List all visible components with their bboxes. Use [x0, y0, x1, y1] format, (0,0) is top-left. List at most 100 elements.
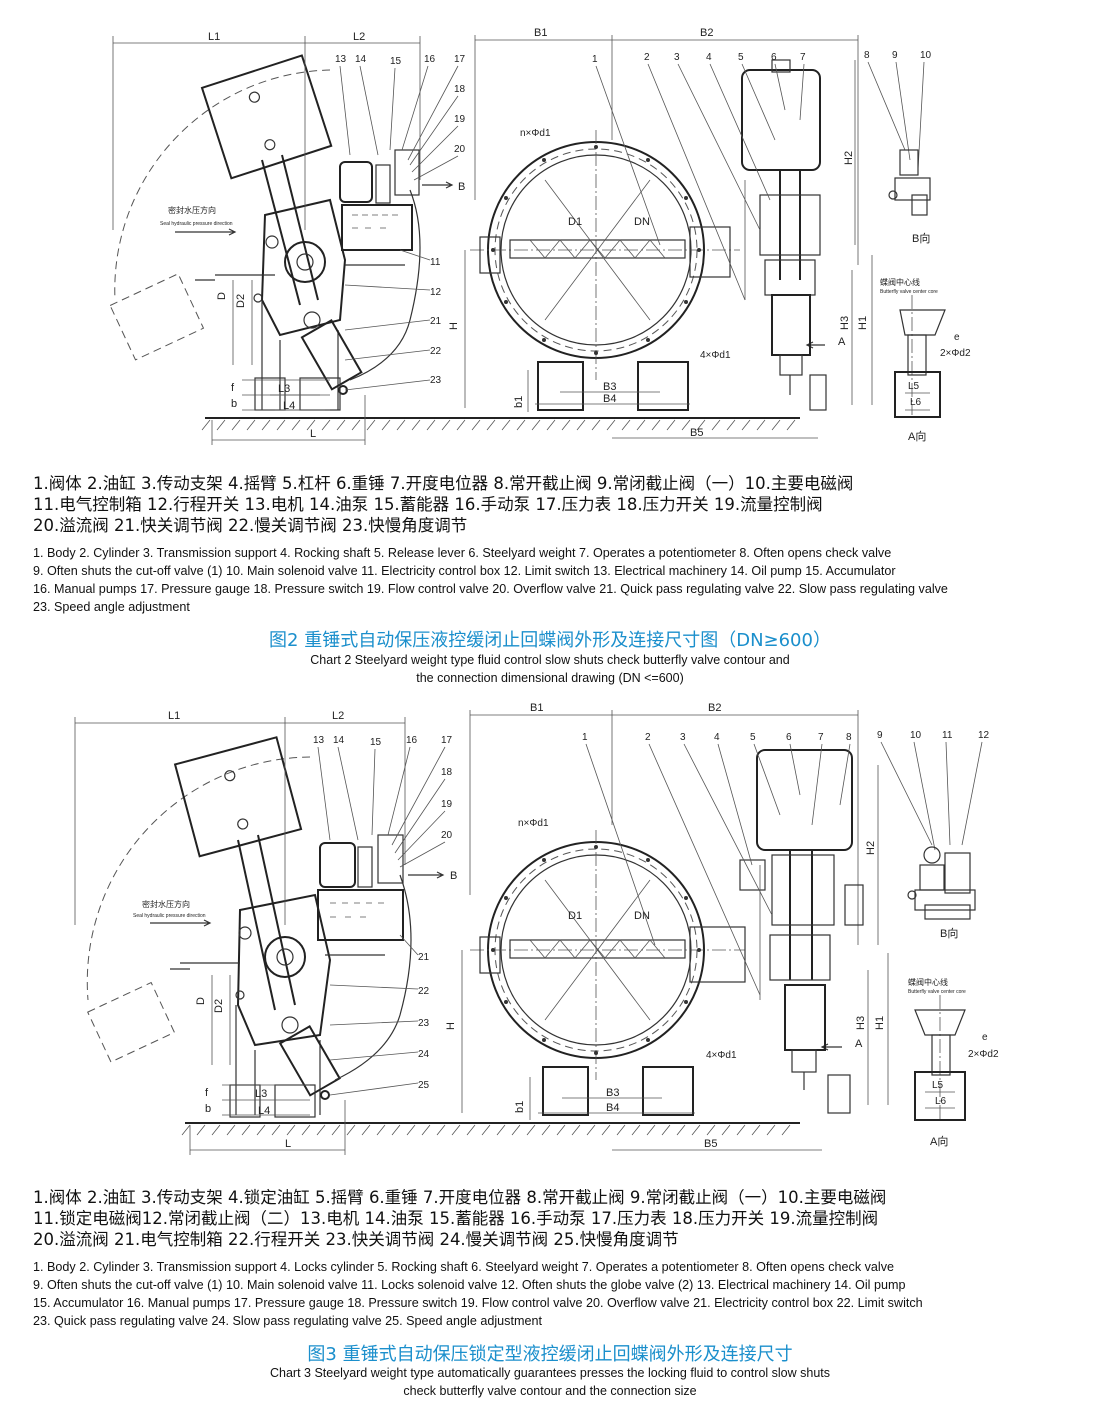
view-a: A向 [908, 429, 926, 443]
fig3-svg: 密封水压方向 Seal hydraulic pressure direction… [74, 702, 999, 1155]
callout: 10 [910, 730, 922, 741]
callout: 23 [418, 1018, 430, 1029]
callout: 17 [454, 54, 466, 65]
dim-DN: DN [634, 910, 650, 922]
dim-e: e [982, 1032, 988, 1043]
callout: 20 [454, 144, 466, 155]
side-view [109, 54, 421, 411]
legend-line: 20.溢流阀 21.快关调节阀 22.慢关调节阀 23.快慢角度调节 [33, 516, 468, 535]
callout: 16 [424, 54, 436, 65]
callout: 19 [441, 799, 453, 810]
fig2-caption-en: Chart 2 Steelyard weight type fluid cont… [0, 651, 1100, 687]
dim-L1: L1 [168, 710, 180, 722]
ground-line [201, 417, 800, 431]
dim-b1: b1 [513, 396, 525, 408]
dim-H3: H3 [839, 316, 851, 330]
dim-lines-top [74, 717, 406, 1155]
center-label-en: Butterfly valve center core [908, 989, 966, 995]
dim-D: D [195, 997, 207, 1005]
callout: 12 [430, 287, 442, 298]
seal-label-cn: 密封水压方向 [142, 899, 190, 909]
dim-L1: L1 [208, 31, 220, 43]
callout: 3 [680, 732, 686, 743]
dim-H: H [445, 1022, 457, 1030]
legend-line: 1.阀体 2.油缸 3.传动支架 4.锁定油缸 5.摇臂 6.重锤 7.开度电位… [33, 1188, 887, 1207]
ground-line [181, 1122, 800, 1136]
side-view [86, 736, 412, 1118]
callout: 17 [441, 735, 453, 746]
fig2-right-callouts: 1 2 3 4 5 6 7 8 9 10 [592, 50, 932, 301]
center-label-cn: 蝶阀中心线 [880, 277, 920, 287]
dim-L4: L4 [283, 400, 295, 412]
fig2-legend-en: 1. Body 2. Cylinder 3. Transmission supp… [33, 544, 1073, 616]
dim-H1: H1 [874, 1016, 886, 1030]
dim-L5: L5 [932, 1080, 944, 1091]
callout: 24 [418, 1049, 430, 1060]
label-4d1: 4×Φd1 [700, 350, 731, 361]
label-2d2: 2×Φd2 [940, 348, 971, 359]
caption-line: the connection dimensional drawing (DN <… [416, 671, 684, 685]
dim-H3: H3 [855, 1016, 867, 1030]
callout: 8 [846, 732, 852, 743]
callout: 4 [706, 52, 712, 63]
center-label-en: Butterfly valve center core [880, 289, 938, 295]
callout: 23 [430, 375, 442, 386]
dim-B5: B5 [690, 427, 703, 439]
dim-L: L [310, 428, 316, 440]
dim-DN: DN [634, 216, 650, 228]
dim-f: f [231, 382, 235, 394]
callout: 20 [441, 830, 453, 841]
callout: 1 [582, 732, 588, 743]
dim-B1: B1 [530, 702, 543, 714]
dim-L2: L2 [332, 710, 344, 722]
legend-line: 23. Quick pass regulating valve 24. Slow… [33, 1314, 542, 1328]
dim-e: e [954, 332, 960, 343]
legend-line: 15. Accumulator 16. Manual pumps 17. Pre… [33, 1296, 923, 1310]
view-a: A向 [930, 1134, 948, 1148]
seal-label-en: Seal hydraulic pressure direction [133, 913, 206, 919]
legend-line: 20.溢流阀 21.电气控制箱 22.行程开关 23.快关调节阀 24.慢关调节… [33, 1230, 679, 1249]
callout: 13 [335, 54, 347, 65]
dim-D2: D2 [213, 999, 225, 1013]
caption-line: Chart 2 Steelyard weight type fluid cont… [310, 653, 790, 667]
fig3-drawing: 密封水压方向 Seal hydraulic pressure direction… [0, 695, 1100, 1175]
callout: 10 [920, 50, 932, 61]
center-label-cn: 蝶阀中心线 [908, 977, 948, 987]
legend-line: 9. Often shuts the cut-off valve (1) 10.… [33, 564, 896, 578]
callout: 7 [800, 52, 806, 63]
seal-label-en: Seal hydraulic pressure direction [160, 221, 233, 227]
dim-B4: B4 [606, 1102, 619, 1114]
fig2-left-callouts: 13 14 15 16 17 18 19 20 11 12 21 22 23 [335, 54, 466, 391]
view-b: B向 [940, 926, 958, 940]
fig2-caption-cn: 图2 重锤式自动保压液控缓闭止回蝶阀外形及连接尺寸图（DN≥600） [269, 630, 831, 651]
callout: 16 [406, 735, 418, 746]
callout: 6 [771, 52, 777, 63]
dim-A: A [855, 1038, 863, 1050]
dim-B5: B5 [704, 1138, 717, 1150]
callout: 11 [942, 730, 953, 741]
legend-line: 9. Often shuts the cut-off valve (1) 10.… [33, 1278, 906, 1292]
front-view [470, 830, 746, 1116]
dim-H: H [448, 322, 460, 330]
seal-label-cn: 密封水压方向 [168, 205, 216, 215]
callout: 6 [786, 732, 792, 743]
fig3-right-callouts: 1 2 3 4 5 6 7 8 9 10 11 12 [582, 730, 990, 996]
fig3-caption-cn: 图3 重锤式自动保压锁定型液控缓闭止回蝶阀外形及连接尺寸 [307, 1344, 793, 1365]
dim-b: b [231, 398, 237, 410]
actuator [739, 749, 864, 1114]
label-nd1: n×Φd1 [518, 818, 549, 829]
callout: 12 [978, 730, 990, 741]
callout: 7 [818, 732, 824, 743]
actuator [741, 59, 827, 411]
fig2-legend-cn: 1.阀体 2.油缸 3.传动支架 4.摇臂 5.杠杆 6.重锤 7.开度电位器 … [33, 473, 1073, 536]
dim-L3: L3 [278, 383, 290, 395]
callout: 21 [430, 316, 442, 327]
fig3-left-callouts: 13 14 15 16 17 18 19 20 21 22 23 24 25 [313, 735, 453, 1096]
caption-line: Chart 3 Steelyard weight type automatica… [269, 1366, 831, 1380]
dim-D2: D2 [235, 294, 247, 308]
label-4d1: 4×Φd1 [706, 1050, 737, 1061]
dim-L: L [285, 1138, 291, 1150]
dim-D: D [216, 292, 228, 300]
dim-lines-front [461, 710, 889, 1151]
callout: 14 [333, 735, 345, 746]
